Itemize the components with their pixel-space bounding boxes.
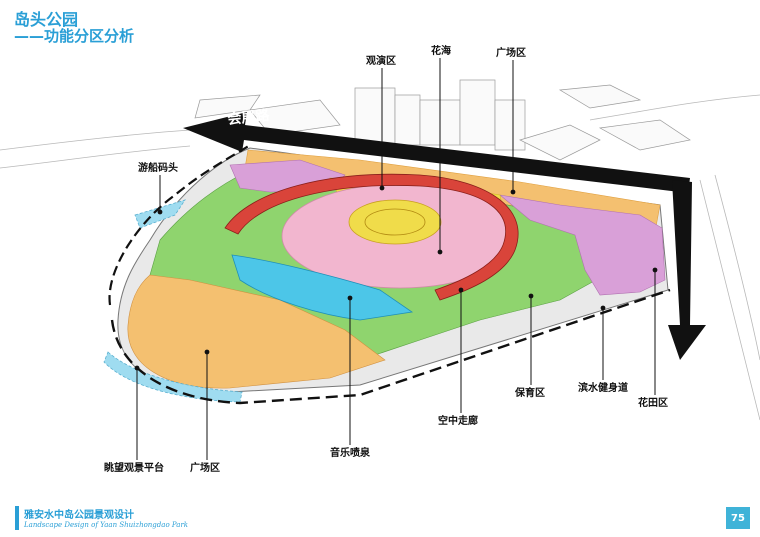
label-boat-dock: 游船码头 [138, 161, 178, 174]
page-number: 75 [726, 507, 750, 529]
page-subtitle: ——功能分区分析 [14, 27, 135, 45]
label-lookout: 眺望观景平台 [104, 461, 164, 474]
footer-subtitle: Landscape Design of Yaan Shuizhongdao Pa… [24, 521, 189, 529]
label-sky-corridor: 空中走廊 [438, 414, 478, 427]
label-plaza-north: 广场区 [496, 46, 526, 59]
label-plaza-south: 广场区 [190, 461, 220, 474]
road-arrow-west [183, 112, 690, 193]
music-fountain-zone [231, 254, 414, 321]
island-boundary-south [110, 288, 671, 405]
road-arrow-east [668, 180, 706, 360]
label-flower-field: 花田区 [638, 396, 668, 409]
page-title: 岛头公园 [14, 10, 79, 29]
label-nursery: 保育区 [514, 386, 545, 399]
road-label-east: 水中坝路 [680, 117, 731, 171]
plaza-zone-south [127, 274, 386, 389]
sky-corridor [224, 173, 519, 301]
label-flower-sea: 花海 [431, 44, 451, 57]
footer-accent-bar [15, 506, 19, 530]
leader-dots [134, 185, 658, 371]
label-fitness-path: 滨水健身道 [578, 381, 628, 394]
flower-field-zone [498, 194, 666, 296]
island-boundary [108, 144, 251, 306]
flower-sea-inner [348, 199, 442, 245]
road-label-west: 会展路 [227, 107, 272, 128]
label-fountain: 音乐喷泉 [330, 446, 371, 459]
leader-lines [136, 58, 656, 460]
footer-title: 雅安水中岛公园景观设计 [24, 510, 134, 521]
label-stage: 观演区 [366, 54, 396, 67]
